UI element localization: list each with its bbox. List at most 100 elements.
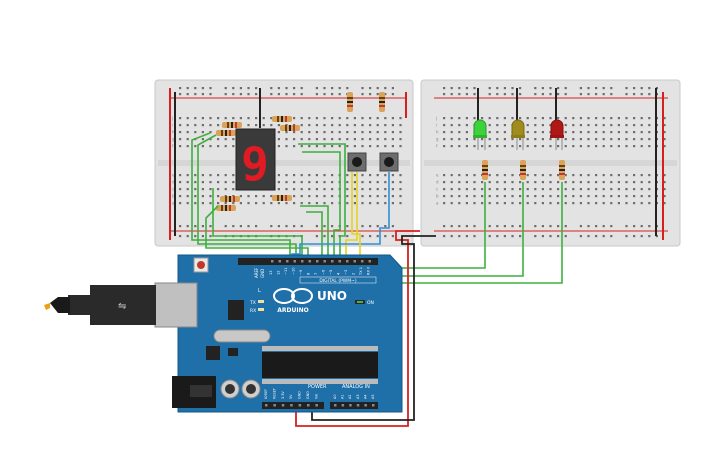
row-label: f bbox=[172, 144, 174, 149]
row-label: a bbox=[436, 201, 439, 206]
analog-pin-label: A0 bbox=[333, 395, 337, 399]
rx-label: RX bbox=[250, 308, 256, 314]
capacitors bbox=[220, 379, 261, 399]
on-label: ON bbox=[367, 300, 374, 306]
atmega-chip bbox=[262, 352, 378, 378]
row-label: f bbox=[436, 144, 438, 149]
digital-pin[interactable] bbox=[331, 260, 334, 263]
digital-pin[interactable] bbox=[361, 260, 364, 263]
power-label: POWER bbox=[308, 384, 327, 390]
led-green[interactable] bbox=[473, 119, 487, 150]
push-button-2[interactable] bbox=[379, 152, 399, 172]
usb-port bbox=[154, 282, 198, 328]
row-label: g bbox=[172, 137, 175, 142]
power-pin[interactable] bbox=[273, 404, 276, 407]
digital-pin[interactable] bbox=[286, 260, 289, 263]
crystal bbox=[213, 329, 271, 343]
power-pin-label: Vin bbox=[314, 394, 318, 399]
row-label: e bbox=[436, 173, 439, 178]
analog-pin[interactable] bbox=[349, 404, 352, 407]
power-pin[interactable] bbox=[290, 404, 293, 407]
row-label: b bbox=[436, 194, 439, 199]
digital-pin-label: RX 0 bbox=[367, 266, 371, 275]
analog-pin[interactable] bbox=[334, 404, 337, 407]
digital-pin-label: ~6 bbox=[322, 269, 326, 275]
analog-pin-label: A5 bbox=[371, 395, 375, 399]
digital-pin[interactable] bbox=[323, 260, 327, 263]
digital-pin-label: TX 1 bbox=[359, 267, 363, 276]
digital-pwm-label: DIGITAL (PWM~) bbox=[319, 278, 357, 284]
row-label: c bbox=[172, 187, 174, 192]
digital-pin[interactable] bbox=[301, 260, 304, 263]
digital-header[interactable] bbox=[238, 258, 378, 265]
tx-label: TX bbox=[249, 300, 256, 306]
analog-pin-label: A1 bbox=[341, 395, 345, 399]
power-pin-label: IOREF bbox=[264, 389, 268, 399]
digital-pin[interactable] bbox=[293, 260, 297, 263]
power-pin[interactable] bbox=[315, 404, 318, 407]
uno-label: UNO bbox=[317, 289, 347, 303]
resistors-left[interactable] bbox=[216, 92, 385, 211]
row-label: j bbox=[171, 116, 173, 121]
arduino-logo: ∞ bbox=[273, 288, 313, 304]
digital-pin[interactable] bbox=[368, 260, 372, 263]
power-pin-label: GND bbox=[306, 391, 310, 399]
signal-wires[interactable] bbox=[191, 132, 563, 284]
digital-pin-label: 2 bbox=[352, 273, 356, 275]
power-pin[interactable] bbox=[265, 404, 268, 407]
rail-wires bbox=[169, 88, 664, 240]
power-header[interactable] bbox=[262, 402, 324, 409]
row-label: c bbox=[436, 187, 438, 192]
digital-pin[interactable] bbox=[278, 260, 282, 263]
digital-pin[interactable] bbox=[316, 260, 319, 263]
digital-pin-label: ~3 bbox=[344, 270, 348, 275]
digital-pin-label: 7 bbox=[314, 273, 318, 275]
power-pin-label: RESET bbox=[272, 387, 276, 399]
row-label: i bbox=[436, 123, 437, 128]
leds[interactable] bbox=[473, 119, 564, 150]
svg-text:∞: ∞ bbox=[291, 293, 296, 300]
reset-button[interactable] bbox=[197, 261, 205, 269]
resistors-right[interactable] bbox=[482, 160, 565, 180]
power-pin[interactable] bbox=[307, 404, 310, 407]
row-label: a bbox=[172, 201, 175, 206]
analog-pin[interactable] bbox=[372, 404, 375, 407]
digital-pin-label: ~5 bbox=[329, 270, 333, 275]
digital-pin[interactable] bbox=[353, 260, 357, 263]
led-red[interactable] bbox=[550, 119, 564, 150]
analog-pin[interactable] bbox=[364, 404, 367, 407]
digital-pin[interactable] bbox=[271, 260, 274, 263]
arduino-brand-label: ARDUINO bbox=[277, 307, 308, 314]
digital-pin-label: 12 bbox=[277, 270, 281, 275]
digital-pin[interactable] bbox=[308, 260, 312, 263]
push-button-1[interactable] bbox=[347, 152, 367, 172]
analog-pin-label: A3 bbox=[356, 395, 360, 399]
row-label: h bbox=[436, 130, 439, 135]
display-digit: 9 bbox=[241, 137, 269, 191]
usb-cable[interactable]: ⇋ bbox=[44, 282, 198, 328]
power-wires[interactable] bbox=[295, 230, 436, 427]
analog-pin[interactable] bbox=[341, 404, 345, 407]
row-label: j bbox=[435, 116, 437, 121]
power-pin[interactable] bbox=[281, 404, 285, 407]
led-yellow[interactable] bbox=[511, 119, 525, 150]
power-pin[interactable] bbox=[298, 404, 302, 407]
power-pin-label: 5V bbox=[289, 394, 293, 399]
digital-pin[interactable] bbox=[338, 260, 342, 263]
analog-pin[interactable] bbox=[356, 404, 360, 407]
aref-label: AREF bbox=[254, 267, 259, 278]
analog-header[interactable] bbox=[330, 402, 378, 409]
analog-pin-label: A2 bbox=[348, 395, 352, 399]
row-label: e bbox=[172, 173, 175, 178]
row-label: d bbox=[436, 180, 439, 185]
digital-pin[interactable] bbox=[346, 260, 349, 263]
seven-segment-display[interactable]: 9 bbox=[235, 128, 276, 191]
